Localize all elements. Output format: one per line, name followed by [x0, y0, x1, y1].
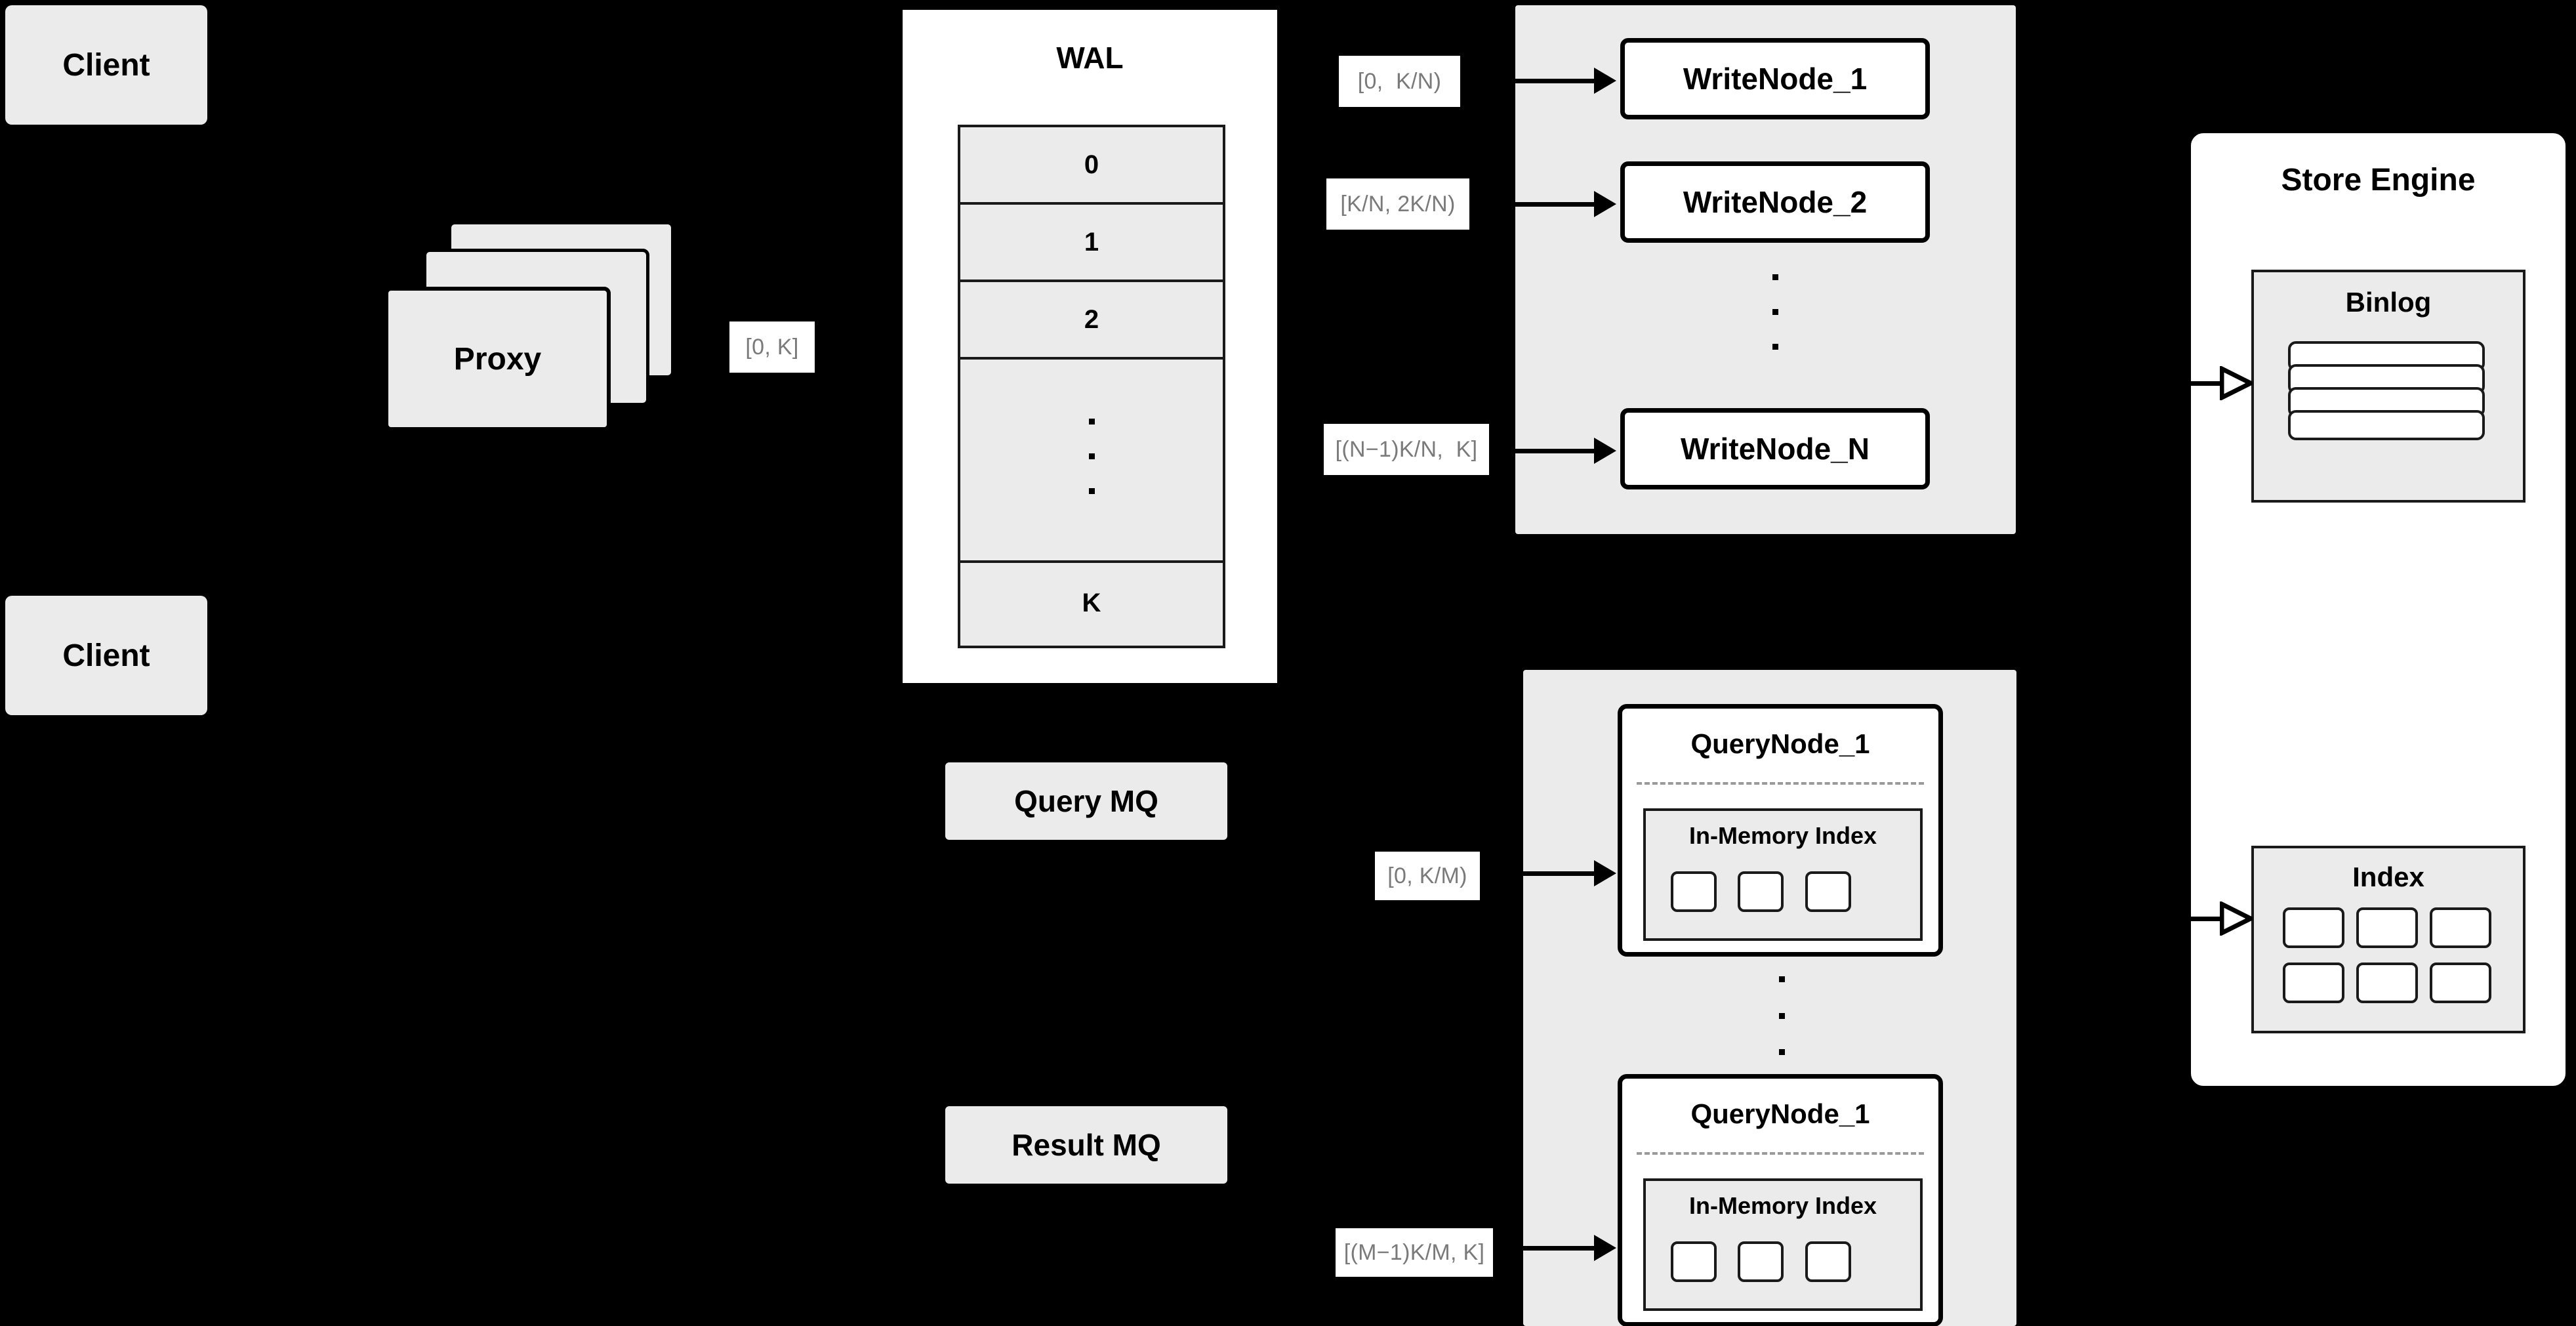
query-node-1-title: QueryNode_1	[1690, 728, 1870, 759]
query-arrow-1-head-icon	[1594, 860, 1616, 886]
binlog-row	[2288, 410, 2485, 440]
query-node-2-title: QueryNode_1	[1690, 1098, 1870, 1129]
store-engine-panel: Store Engine Binlog Index	[2186, 129, 2570, 1090]
wal-vertical-ellipsis-icon	[1089, 419, 1095, 494]
wal-row: 1	[960, 205, 1223, 282]
binlog-title: Binlog	[2345, 287, 2432, 318]
store-engine-title: Store Engine	[2281, 163, 2476, 197]
query-node-2-in-memory-index-title: In-Memory Index	[1688, 1192, 1877, 1219]
client-node-2-label: Client	[62, 638, 150, 673]
index-chip	[1738, 871, 1784, 912]
query-node-vertical-ellipsis-icon	[1779, 976, 1785, 1055]
store-index-title: Index	[2352, 861, 2424, 892]
proxy-node[interactable]: Proxy	[384, 287, 611, 431]
query-node-2-separator	[1637, 1152, 1924, 1155]
write-node-vertical-ellipsis-icon	[1772, 274, 1778, 350]
write-node-1[interactable]: WriteNode_1	[1620, 38, 1930, 119]
proxy-range-label: [0, K]	[729, 321, 815, 373]
wal-table: 0 1 2 K	[958, 125, 1225, 648]
result-mq-node[interactable]: Result MQ	[945, 1106, 1227, 1184]
query-arrow-m-head-icon	[1594, 1235, 1616, 1261]
write-node-n-label: WriteNode_N	[1681, 432, 1870, 466]
binlog-box: Binlog	[2251, 270, 2525, 503]
wal-row: 0	[960, 127, 1223, 205]
wal-title: WAL	[1056, 41, 1124, 75]
result-mq-label: Result MQ	[1012, 1128, 1161, 1162]
write-range-label-2: [K/N, 2K/N)	[1326, 178, 1469, 230]
client-node-2[interactable]: Client	[5, 596, 207, 715]
write-arrow-n-line	[1499, 449, 1594, 453]
store-index-box: Index	[2251, 846, 2525, 1033]
query-range-label-m: [(M−1)K/M, K]	[1336, 1228, 1493, 1277]
query-arrow-1-line	[1502, 871, 1594, 876]
write-range-label-n: [(N−1)K/N, K]	[1324, 424, 1489, 475]
index-chip	[1671, 871, 1717, 912]
write-arrow-2-head-icon	[1594, 191, 1616, 217]
query-node-2-in-memory-index: In-Memory Index	[1643, 1178, 1923, 1311]
wal-row: K	[960, 563, 1223, 643]
query-node-1[interactable]: QueryNode_1 In-Memory Index	[1618, 704, 1943, 957]
store-index-chip	[2430, 963, 2491, 1003]
store-index-chip	[2356, 907, 2418, 948]
write-arrow-1-head-icon	[1594, 68, 1616, 94]
index-chip	[1671, 1241, 1717, 1282]
index-chip	[1805, 1241, 1851, 1282]
write-range-label-n-text: [(N−1)K/N, K]	[1335, 436, 1478, 462]
wal-row: 2	[960, 282, 1223, 360]
write-range-label-1: [0, K/N)	[1339, 56, 1460, 107]
query-mq-label: Query MQ	[1014, 784, 1158, 818]
binlog-arrow-head-icon	[2220, 366, 2253, 400]
client-node-1[interactable]: Client	[5, 5, 207, 125]
wal-panel: WAL 0 1 2 K	[898, 5, 1282, 688]
write-arrow-n-head-icon	[1594, 438, 1616, 464]
wal-row-ellipsis	[960, 360, 1223, 563]
query-node-2[interactable]: QueryNode_1 In-Memory Index	[1618, 1074, 1943, 1326]
store-index-chip	[2283, 963, 2344, 1003]
write-node-1-label: WriteNode_1	[1683, 62, 1868, 96]
query-range-label-1-text: [0, K/M)	[1387, 863, 1467, 888]
write-range-label-2-text: [K/N, 2K/N)	[1340, 191, 1456, 217]
index-chip	[1805, 871, 1851, 912]
store-index-chip	[2430, 907, 2491, 948]
proxy-range-label-text: [0, K]	[745, 334, 799, 360]
query-range-label-m-text: [(M−1)K/M, K]	[1343, 1239, 1485, 1265]
store-index-chip	[2356, 963, 2418, 1003]
query-node-1-in-memory-index: In-Memory Index	[1643, 808, 1923, 941]
binlog-arrow-line	[2186, 381, 2220, 386]
client-node-1-label: Client	[62, 47, 150, 83]
query-node-1-in-memory-index-title: In-Memory Index	[1688, 822, 1877, 849]
query-node-1-separator	[1637, 782, 1924, 785]
wal-row-value: 1	[1084, 227, 1099, 257]
write-node-2[interactable]: WriteNode_2	[1620, 161, 1930, 243]
store-index-arrow-line	[2186, 917, 2220, 921]
wal-row-value: 2	[1084, 304, 1099, 334]
store-index-chip	[2283, 907, 2344, 948]
query-range-label-1: [0, K/M)	[1375, 852, 1480, 900]
store-index-arrow-head-icon	[2220, 901, 2253, 936]
write-arrow-2-line	[1499, 202, 1594, 207]
write-arrow-1-line	[1499, 79, 1594, 83]
wal-row-value: 0	[1084, 150, 1099, 179]
write-range-label-1-text: [0, K/N)	[1357, 68, 1442, 94]
write-node-n[interactable]: WriteNode_N	[1620, 408, 1930, 489]
wal-row-value: K	[1082, 588, 1101, 617]
index-chip	[1738, 1241, 1784, 1282]
query-arrow-m-line	[1502, 1246, 1594, 1251]
write-node-2-label: WriteNode_2	[1683, 185, 1868, 219]
query-mq-node[interactable]: Query MQ	[945, 762, 1227, 840]
proxy-node-label: Proxy	[453, 341, 542, 377]
